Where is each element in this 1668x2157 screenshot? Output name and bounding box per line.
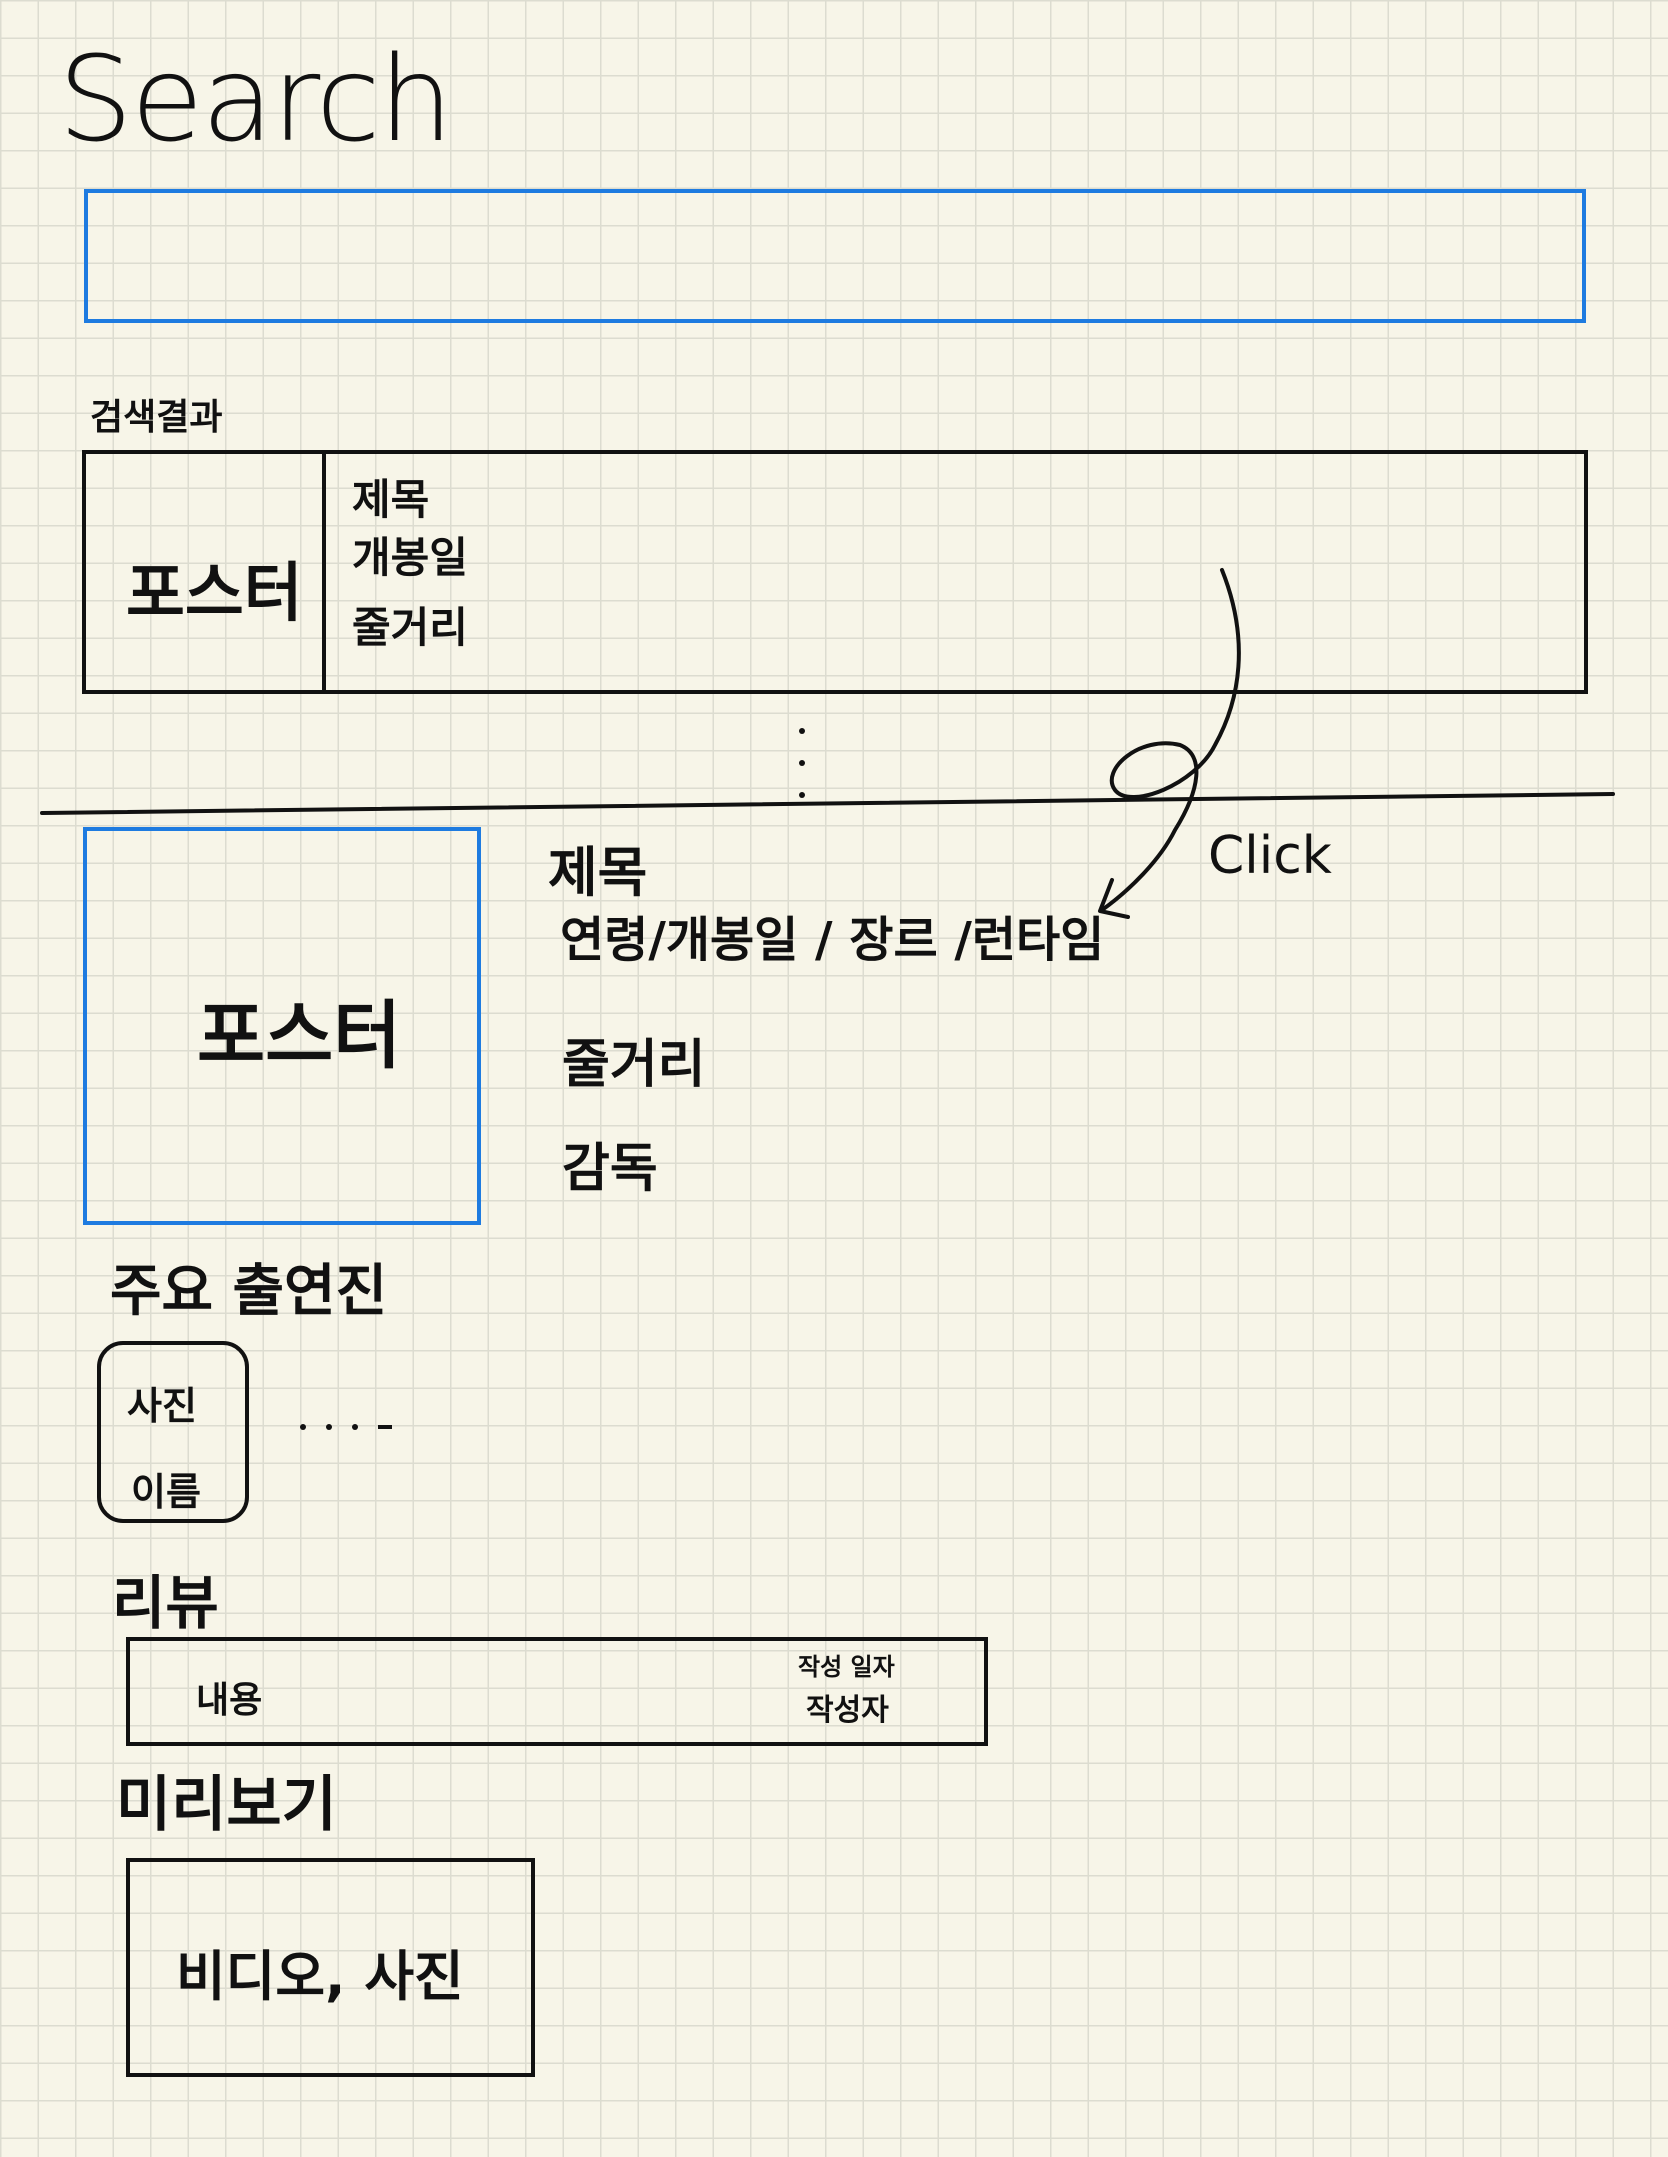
detail-title: 제목 (548, 841, 648, 904)
cast-name: 이름 (131, 1470, 201, 1514)
cast-photo: 사진 (127, 1384, 197, 1428)
section-divider-line (40, 792, 1615, 815)
result-plot: 줄거리 (352, 603, 468, 652)
result-title: 제목 (352, 475, 430, 524)
result-release-date: 개봉일 (352, 533, 468, 582)
detail-plot: 줄거리 (562, 1035, 706, 1095)
click-annotation: Click (1208, 826, 1332, 886)
detail-poster: 포스터 (83, 827, 481, 1225)
more-results-indicator (797, 728, 807, 798)
page-title: Search (58, 30, 453, 168)
review-date: 작성 일자 (798, 1653, 895, 1681)
cast-more-indicator (300, 1424, 392, 1430)
cast-heading: 주요 출연진 (110, 1259, 388, 1324)
cast-card[interactable]: 사진 이름 (97, 1341, 249, 1523)
detail-meta: 연령/개봉일 / 장르 /런타임 (560, 912, 1105, 968)
reviews-heading: 리뷰 (112, 1569, 219, 1637)
results-label: 검색결과 (90, 397, 223, 438)
preview-card[interactable]: 비디오, 사진 (126, 1858, 535, 2077)
detail-poster-label: 포스터 (197, 993, 402, 1079)
preview-content: 비디오, 사진 (176, 1945, 464, 2008)
review-author: 작성자 (806, 1693, 889, 1728)
review-card: 내용 작성 일자 작성자 (126, 1637, 988, 1746)
detail-director: 감독 (562, 1139, 658, 1199)
result-poster: 포스터 (126, 557, 303, 631)
result-card-divider (322, 454, 326, 690)
result-card[interactable]: 포스터 제목 개봉일 줄거리 (82, 450, 1588, 694)
preview-heading: 미리보기 (116, 1770, 337, 1840)
review-content: 내용 (196, 1680, 263, 1721)
search-input[interactable] (84, 189, 1586, 323)
